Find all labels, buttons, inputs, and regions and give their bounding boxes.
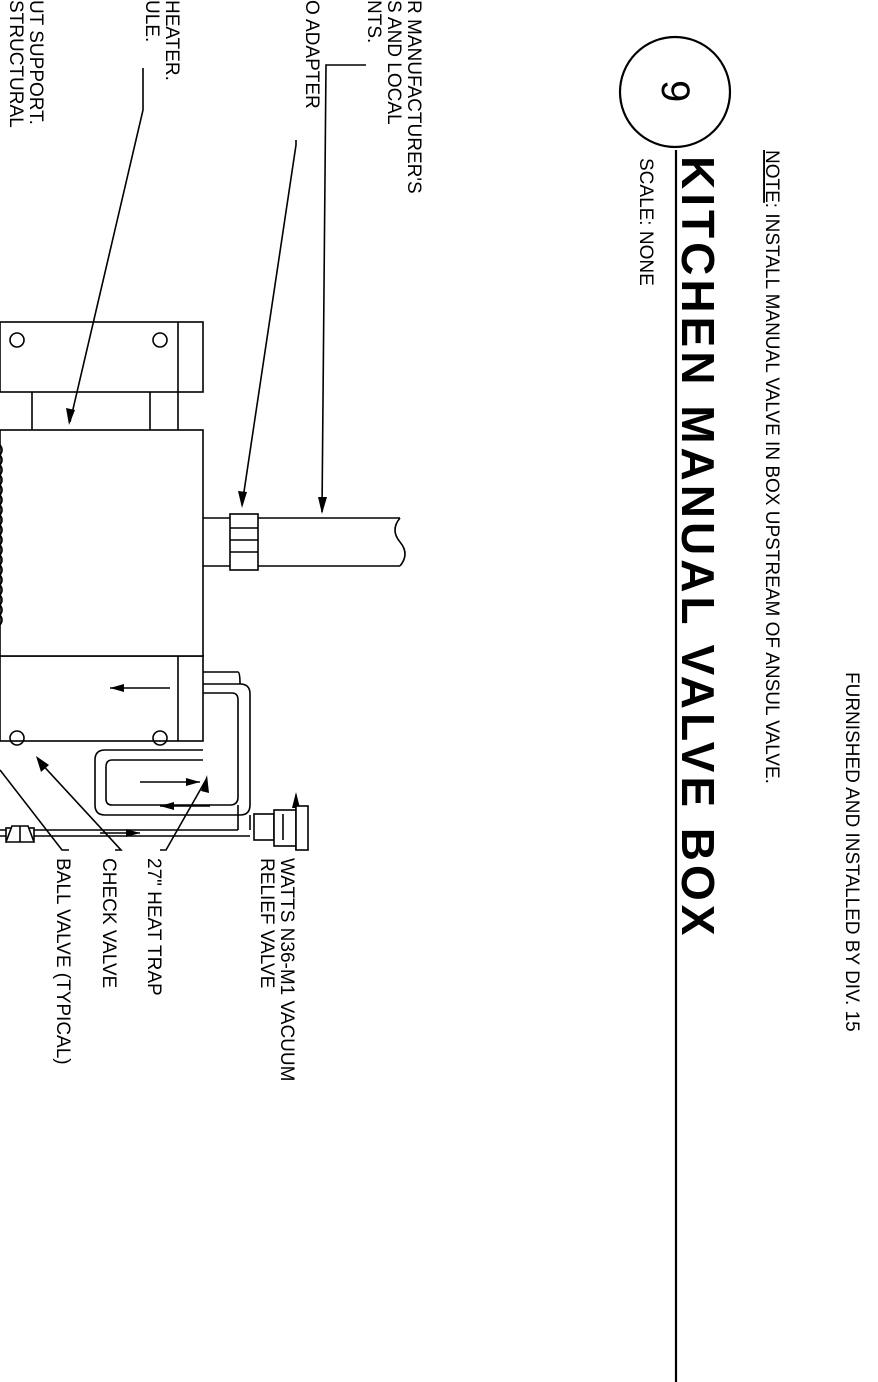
svg-text:R MANUFACTURER'S: R MANUFACTURER'S <box>403 0 424 194</box>
svg-text:KITCHEN MANUAL VALVE BOX: KITCHEN MANUAL VALVE BOX <box>672 156 724 939</box>
support-label: UT SUPPORT. STRUCTURAL <box>5 0 46 128</box>
check-valve-label: CHECK VALVE <box>98 858 119 988</box>
valve-box <box>0 429 204 657</box>
arrowheads <box>36 408 327 808</box>
svg-text:CHECK VALVE: CHECK VALVE <box>98 858 119 988</box>
note-text: : INSTALL MANUAL VALVE IN BOX UPSTREAM O… <box>761 203 782 784</box>
manufacturer-note-label: R MANUFACTURER'S S AND LOCAL NTS. <box>363 0 424 194</box>
svg-text:27" HEAT TRAP: 27" HEAT TRAP <box>143 858 164 996</box>
svg-text:ULE.: ULE. <box>141 0 162 42</box>
relief-valve-label: WATTS N36-M1 VACUUM RELIEF VALVE <box>256 858 297 1081</box>
detail-number-bubble: 9 <box>618 35 732 149</box>
svg-text:NTS.: NTS. <box>363 0 384 43</box>
svg-text:HEATER.: HEATER. <box>161 0 182 81</box>
svg-text:STRUCTURAL: STRUCTURAL <box>5 0 26 128</box>
ball-valve-label: BALL VALVE (TYPICAL) <box>52 858 73 1065</box>
svg-text:BALL VALVE (TYPICAL): BALL VALVE (TYPICAL) <box>52 858 73 1065</box>
svg-text:RELIEF VALVE: RELIEF VALVE <box>256 858 277 988</box>
heat-trap-piping <box>0 671 251 837</box>
svg-text:FURNISHED AND INSTALLED BY DIV: FURNISHED AND INSTALLED BY DIV. 15 <box>841 672 862 1032</box>
adapter-label: O ADAPTER <box>301 0 322 109</box>
svg-text:S AND LOCAL: S AND LOCAL <box>383 0 404 125</box>
heat-trap-label: 27" HEAT TRAP <box>143 858 164 996</box>
scale-note: SCALE: NONE <box>635 158 656 286</box>
header-note: FURNISHED AND INSTALLED BY DIV. 15 <box>841 672 862 1032</box>
page-title: KITCHEN MANUAL VALVE BOX <box>672 156 724 939</box>
svg-text:NOTE: INSTALL MANUAL VALVE IN: NOTE: INSTALL MANUAL VALVE IN BOX UPSTRE… <box>761 150 782 784</box>
flow-arrows <box>100 684 210 837</box>
svg-text:O ADAPTER: O ADAPTER <box>301 0 322 109</box>
relief-valve <box>253 805 309 851</box>
svg-text:UT SUPPORT.: UT SUPPORT. <box>25 0 46 125</box>
svg-text:WATTS N36-M1 VACUUM: WATTS N36-M1 VACUUM <box>276 858 297 1081</box>
heater-label: HEATER. ULE. <box>141 0 182 81</box>
detail-number: 9 <box>653 80 697 102</box>
check-valve <box>4 825 36 843</box>
note-prefix: NOTE <box>761 150 782 203</box>
svg-text:SCALE: NONE: SCALE: NONE <box>635 158 656 286</box>
pipe-adapter <box>229 513 259 571</box>
install-note: NOTE: INSTALL MANUAL VALVE IN BOX UPSTRE… <box>761 150 782 784</box>
